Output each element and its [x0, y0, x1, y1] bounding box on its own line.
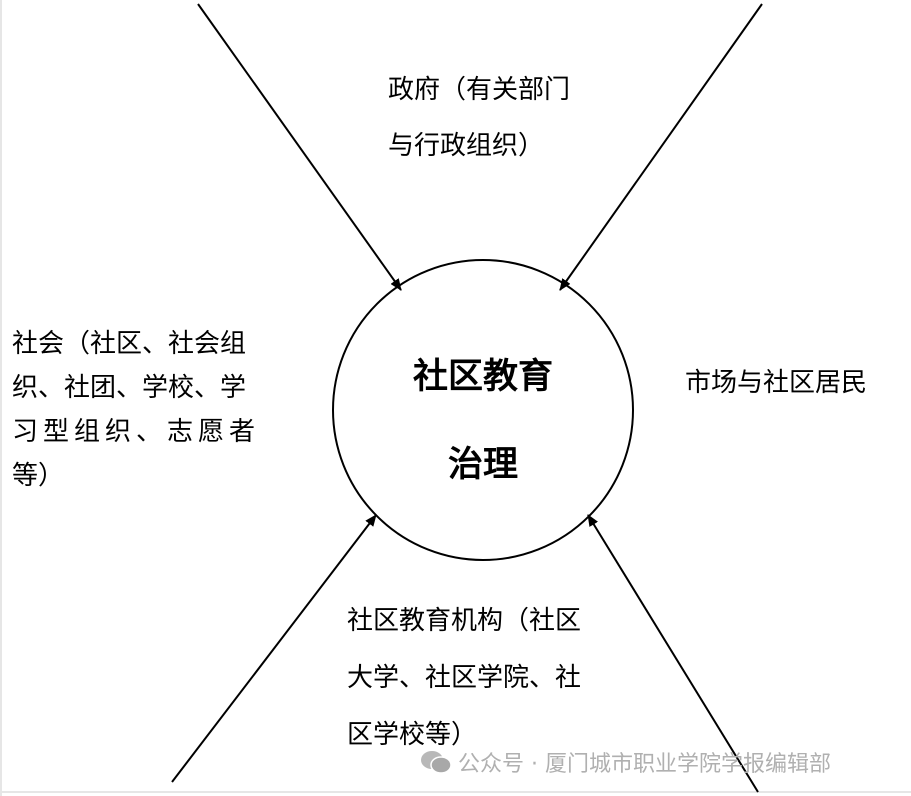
bottom-label-line2: 大学、社区学院、社: [347, 663, 582, 693]
arrow-top-left: [197, 3, 402, 291]
watermark: 公众号 · 厦门城市职业学院学报编辑部: [420, 746, 831, 778]
arrow-top-right: [559, 3, 763, 291]
top-label-line2: 与行政组织）: [388, 131, 545, 161]
image-border-left: [0, 0, 2, 796]
left-label-line1: 社会（社区、社会组: [12, 329, 247, 359]
center-title-line1: 社区教育: [412, 356, 553, 397]
center-circle: [332, 259, 634, 561]
image-border-bottom: [0, 791, 911, 793]
left-label-line3: 习型组织、志愿者: [12, 417, 261, 447]
top-label-line1: 政府（有关部门: [388, 75, 571, 105]
watermark-text: 公众号 · 厦门城市职业学院学报编辑部: [458, 752, 831, 777]
left-label-line4: 等）: [12, 461, 65, 491]
top-label: 政府（有关部门 与行政组织）: [388, 62, 570, 174]
bottom-label-line3: 区学校等）: [347, 720, 478, 750]
bottom-label: 社区教育机构（社区 大学、社区学院、社 区学校等）: [347, 593, 581, 764]
left-label: 社会（社区、社会组 织、社团、学校、学 习型组织、志愿者 等）: [12, 322, 260, 498]
right-label: 市场与社区居民: [685, 368, 868, 398]
arrow-bottom-left: [171, 514, 377, 783]
center-title-line2: 治理: [447, 444, 518, 485]
bottom-label-line1: 社区教育机构（社区: [347, 606, 582, 636]
arrow-bottom-right: [587, 514, 759, 793]
wechat-icon: [421, 751, 452, 774]
left-label-line2: 织、社团、学校、学: [12, 373, 247, 403]
